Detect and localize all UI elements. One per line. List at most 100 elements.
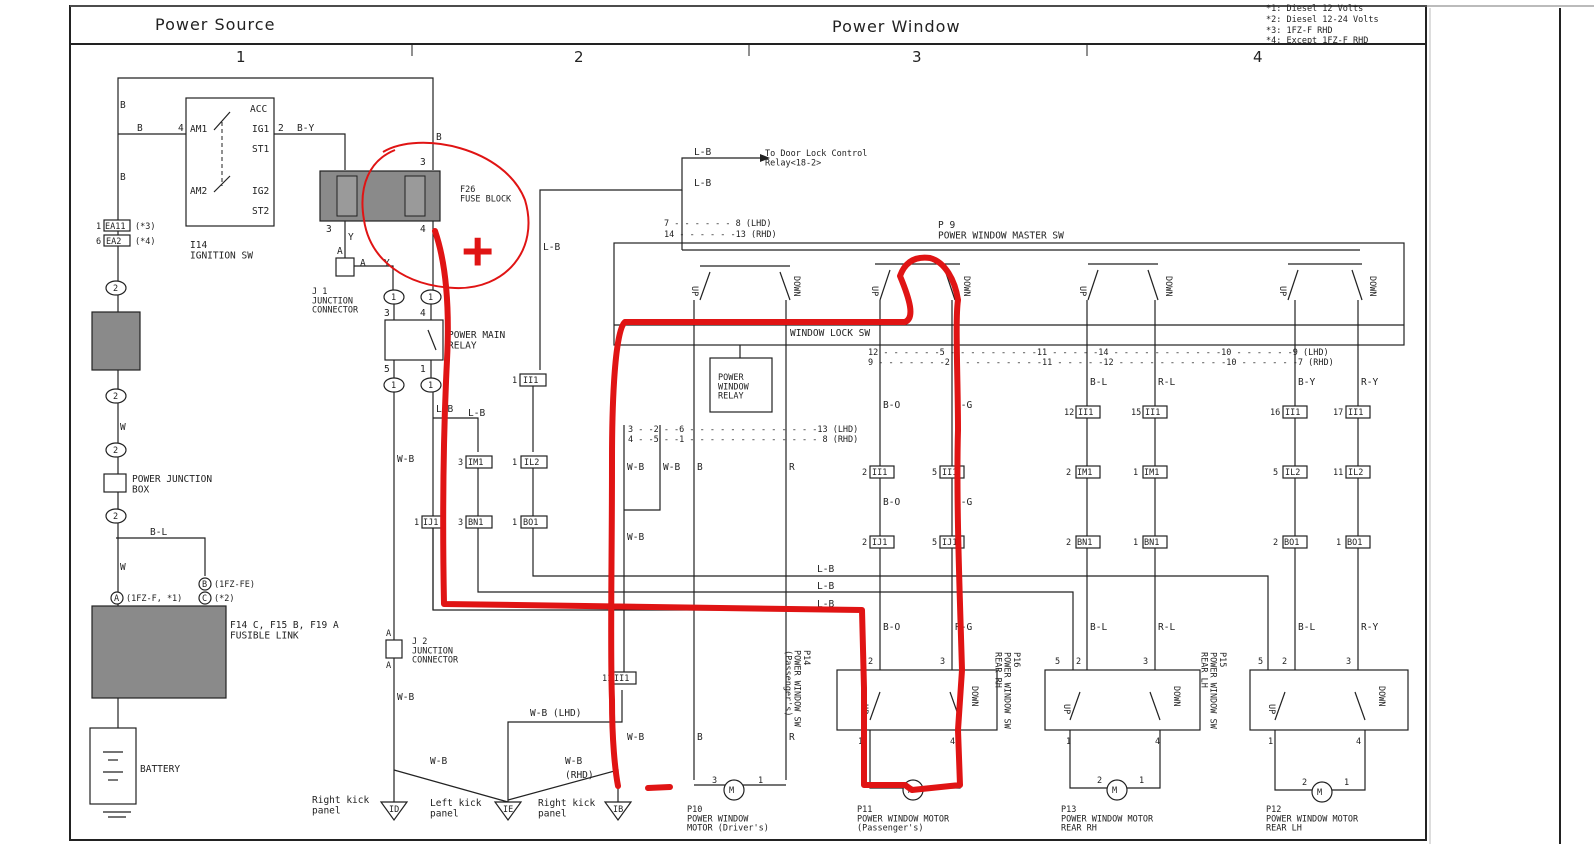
- svg-text:R-Y: R-Y: [1361, 377, 1378, 388]
- svg-text:B: B: [137, 123, 143, 134]
- svg-text:12: 12: [1064, 408, 1074, 418]
- svg-text:5: 5: [932, 468, 937, 478]
- svg-text:B-O: B-O: [883, 622, 900, 633]
- svg-text:B-O: B-O: [883, 400, 900, 411]
- svg-text:1: 1: [1336, 538, 1341, 548]
- svg-text:IL2: IL2: [524, 458, 539, 468]
- svg-text:DOWN: DOWN: [791, 276, 801, 296]
- svg-text:BN1: BN1: [1077, 538, 1092, 548]
- svg-text:2: 2: [862, 538, 867, 548]
- col-1: 1: [236, 48, 246, 66]
- svg-text:2: 2: [1282, 657, 1287, 667]
- svg-text:11: 11: [1333, 468, 1343, 478]
- svg-text:B-O: B-O: [883, 497, 900, 508]
- red-annotations: +: [361, 141, 965, 793]
- svg-text:(1FZ-F, *1): (1FZ-F, *1): [126, 594, 182, 604]
- power-window-relay: [709, 357, 773, 413]
- svg-text:4 - -5 - -1 - - - - - - - - -: 4 - -5 - -1 - - - - - - - - - - - - - 8 …: [628, 435, 858, 445]
- svg-text:DOWN: DOWN: [1163, 276, 1173, 296]
- svg-text:1: 1: [1344, 778, 1349, 788]
- svg-text:R-G: R-G: [955, 622, 972, 633]
- svg-text:P16POWER WINDOW SWREAR RH: P16POWER WINDOW SWREAR RH: [992, 652, 1021, 730]
- svg-text:P15POWER WINDOW SWREAR LH: P15POWER WINDOW SWREAR LH: [1198, 652, 1227, 730]
- svg-text:A: A: [386, 661, 391, 671]
- svg-text:(1FZ-FE): (1FZ-FE): [214, 580, 255, 590]
- svg-text:IM1: IM1: [1077, 468, 1092, 478]
- svg-text:1: 1: [512, 458, 517, 468]
- svg-text:L-B: L-B: [817, 581, 834, 592]
- svg-text:1: 1: [391, 381, 396, 391]
- minus-annotation: [645, 784, 673, 791]
- svg-text:IG2: IG2: [252, 186, 269, 197]
- svg-text:*4: Except 1FZ-F RHD: *4: Except 1FZ-F RHD: [1266, 36, 1368, 46]
- svg-text:UP: UP: [1277, 286, 1287, 296]
- svg-text:W: W: [120, 422, 126, 433]
- svg-text:15: 15: [1131, 408, 1141, 418]
- battery: [89, 727, 137, 805]
- ground-ib: [603, 801, 633, 822]
- svg-text:R-L: R-L: [1158, 622, 1175, 633]
- svg-text:IJ1: IJ1: [872, 538, 887, 548]
- driver-motor: [723, 779, 745, 801]
- battery-label: BATTERY: [140, 764, 180, 775]
- svg-text:5: 5: [1258, 657, 1263, 667]
- svg-text:DOWN: DOWN: [961, 276, 971, 296]
- svg-text:IL2: IL2: [1285, 468, 1300, 478]
- svg-text:1: 1: [414, 518, 419, 528]
- rear-rh-motor: [1106, 779, 1128, 801]
- svg-text:R-G: R-G: [955, 400, 972, 411]
- svg-text:16: 16: [1270, 408, 1280, 418]
- svg-text:3: 3: [940, 657, 945, 667]
- j1-connector: [335, 257, 355, 277]
- svg-text:R-Y: R-Y: [1361, 622, 1378, 633]
- svg-text:3: 3: [326, 224, 332, 235]
- power-source-title: Power Source: [155, 15, 275, 34]
- svg-text:4: 4: [420, 308, 426, 319]
- svg-text:2: 2: [868, 657, 873, 667]
- svg-text:4: 4: [1356, 737, 1361, 747]
- svg-text:1: 1: [420, 364, 426, 375]
- ignition-switch: [185, 97, 275, 227]
- svg-text:DOWN: DOWN: [969, 686, 979, 706]
- svg-text:5: 5: [1273, 468, 1278, 478]
- svg-text:IJ1: IJ1: [942, 538, 957, 548]
- col-2: 2: [574, 48, 584, 66]
- svg-text:L-B: L-B: [817, 564, 834, 575]
- plus-annotation: +: [462, 221, 493, 281]
- svg-text:W-B: W-B: [627, 532, 644, 543]
- svg-text:11: 11: [602, 674, 612, 684]
- svg-text:P14POWER WINDOW SW(Passenger's: P14POWER WINDOW SW(Passenger's): [782, 650, 811, 728]
- svg-text:A: A: [386, 629, 391, 639]
- svg-text:B: B: [120, 100, 126, 111]
- svg-text:DOWN: DOWN: [1367, 276, 1377, 296]
- svg-text:R: R: [789, 462, 795, 473]
- svg-text:II1: II1: [872, 468, 887, 478]
- svg-text:1: 1: [428, 293, 433, 303]
- svg-text:3: 3: [712, 776, 717, 786]
- svg-text:W-B: W-B: [397, 692, 414, 703]
- svg-text:3 - -2 - -6 - - - - - - - - -: 3 - -2 - -6 - - - - - - - - - - - - -13 …: [628, 425, 858, 435]
- svg-text:1: 1: [512, 518, 517, 528]
- svg-text:W-B: W-B: [627, 732, 644, 743]
- svg-text:5: 5: [384, 364, 390, 375]
- svg-text:AM1: AM1: [190, 124, 207, 135]
- svg-text:5: 5: [1055, 657, 1060, 667]
- svg-text:IJ1: IJ1: [423, 518, 438, 528]
- svg-text:2: 2: [1302, 778, 1307, 788]
- svg-text:2: 2: [1076, 657, 1081, 667]
- svg-text:W-B: W-B: [627, 462, 644, 473]
- svg-text:1: 1: [96, 222, 101, 232]
- fusible-link: [91, 605, 227, 699]
- svg-text:4: 4: [1155, 737, 1160, 747]
- svg-text:B-Y: B-Y: [297, 123, 314, 134]
